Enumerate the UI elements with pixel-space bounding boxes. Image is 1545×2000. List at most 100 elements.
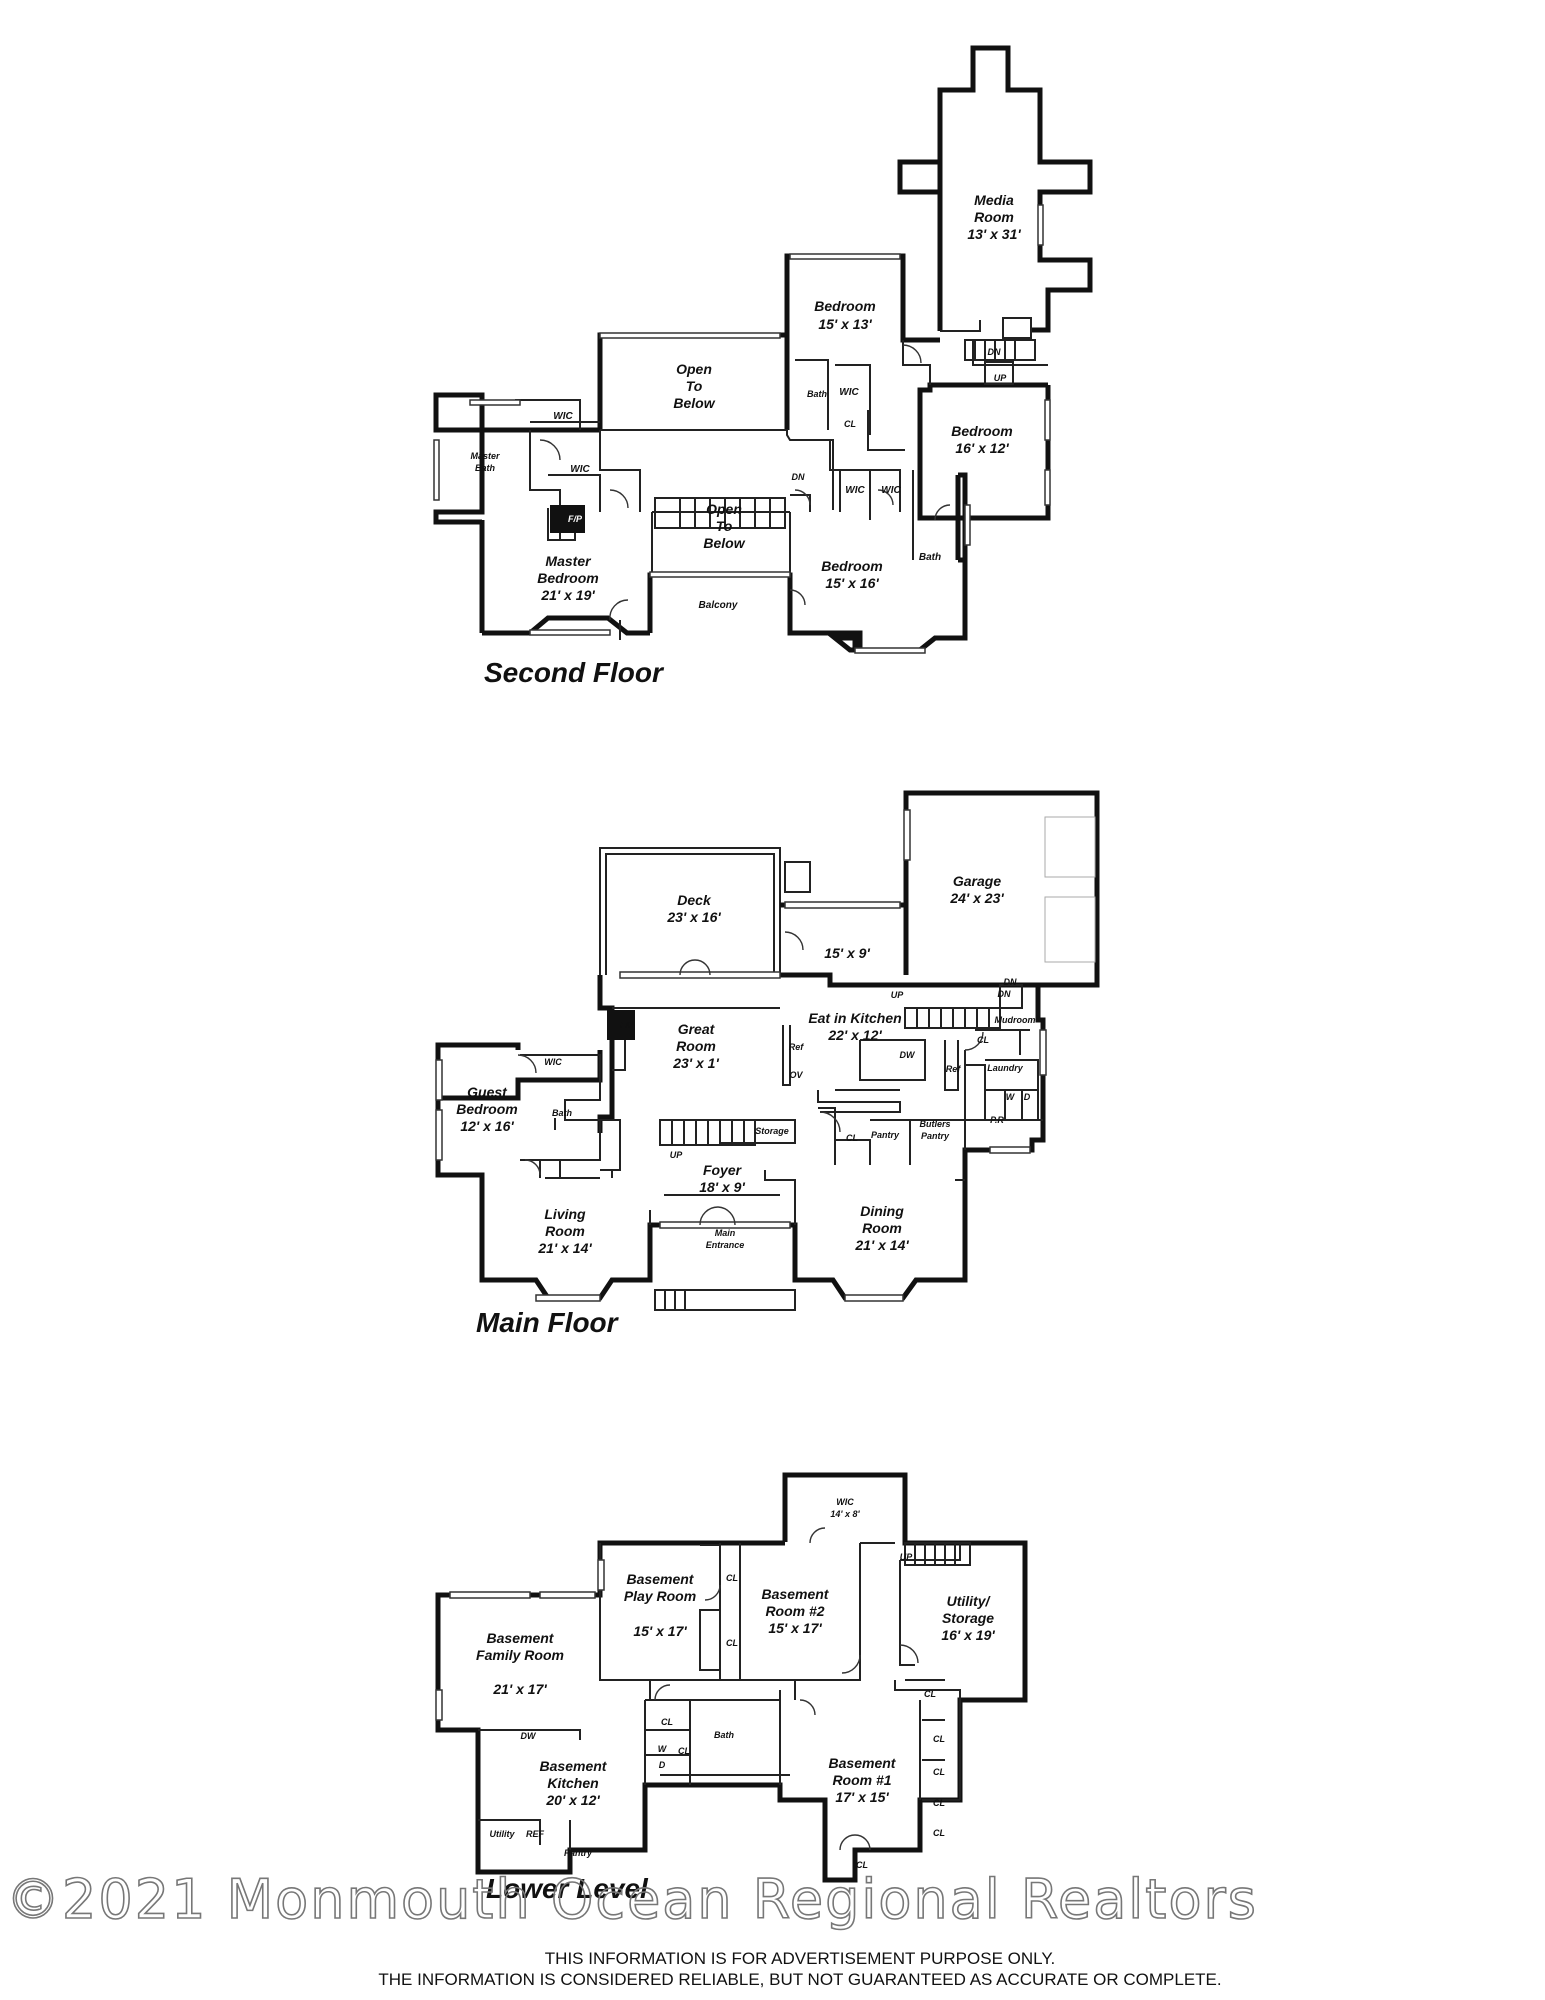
closet-label: CL [844,419,856,429]
main-floor-windows [435,809,1047,1302]
dining-room-dims: 21' x 14' [854,1237,909,1253]
basement-play-room-dims: 15' x 17' [633,1623,687,1639]
basement-kitchen-label: Basement [540,1758,608,1774]
disclaimer-line-2: THE INFORMATION IS CONSIDERED RELIABLE, … [378,1970,1221,1989]
closet-label: CL [856,1860,868,1870]
open-to-below-2-label-3: Below [703,535,745,551]
lower-level: WIC 14' x 8' Basement Play Room 15' x 17… [435,1472,1028,1904]
second-floor-labels: Media Room 13' x 31' Bedroom 15' x 13' O… [470,192,1021,611]
open-to-below-1-label-2: To [686,378,703,394]
bath-label: Bath [552,1108,573,1118]
wic-label: WIC [845,485,865,496]
basement-kitchen-label-2: Kitchen [547,1775,598,1791]
second-floor-fireplace [550,505,585,533]
basement-play-room-label-2: Play Room [624,1588,696,1604]
basement-family-room-dims: 21' x 17' [492,1681,547,1697]
bath-label: Bath [807,389,828,399]
second-floor-stairs [654,317,1036,529]
master-bedroom-dims: 21' x 19' [540,587,595,603]
balcony-label: Balcony [699,600,738,611]
utility-storage-label-2: Storage [942,1610,994,1626]
closet-label: CL [661,1717,673,1727]
pantry-label: Pantry [564,1848,593,1858]
bedroom-1-dims: 15' x 13' [818,316,872,332]
main-floor-walls [435,790,1100,1301]
dining-room-label: Dining [860,1203,904,1219]
open-to-below-1-label-3: Below [673,395,715,411]
stairs-down-label: DN [988,347,1001,357]
refrigerator-label: Ref [789,1042,805,1052]
great-room-label-2: Room [676,1038,716,1054]
foyer-label: Foyer [703,1162,743,1178]
bedroom-3-label: Bedroom [821,558,882,574]
second-floor-doors [539,344,951,621]
utility-storage-label: Utility/ [947,1593,992,1609]
media-room-dims: 13' x 31' [967,226,1021,242]
room-15x9-dims: 15' x 9' [824,945,870,961]
main-floor-labels: Deck 23' x 16' Garage 24' x 23' 15' x 9'… [456,873,1035,1256]
butlers-pantry-label-2: Pantry [921,1131,950,1141]
refrigerator-label: Ref [946,1064,962,1074]
guest-bedroom-label: Guest [467,1084,508,1100]
master-bath-label: Master [470,451,500,461]
bedroom-3-dims: 15' x 16' [825,575,879,591]
basement-room-1-label: Basement [829,1755,897,1771]
storage-label: Storage [755,1126,789,1136]
garage-dims: 24' x 23' [949,890,1004,906]
deck-label: Deck [677,892,712,908]
basement-room-1-label-2: Room #1 [832,1772,891,1788]
washer-label: W [658,1744,668,1754]
lower-level-title: Lower Level [486,1873,649,1904]
dishwasher-label: DW [900,1050,916,1060]
laundry-label: Laundry [987,1063,1023,1073]
lower-level-windows [435,1559,605,1721]
closet-label: CL [726,1573,738,1583]
main-entrance-label-2: Entrance [706,1240,745,1250]
wic-label: WIC [544,1057,562,1067]
main-floor-stairs [654,861,1023,1311]
closet-label: CL [726,1638,738,1648]
closet-label: CL [933,1734,945,1744]
lower-wic-dims: 14' x 8' [830,1509,860,1519]
basement-family-room-label: Basement [487,1630,555,1646]
powder-room-label: P.R [990,1115,1004,1125]
main-entrance-label: Main [715,1228,736,1238]
stairs-up-label: UP [994,373,1007,383]
great-room-label: Great [678,1021,716,1037]
basement-room-2-dims: 15' x 17' [768,1620,822,1636]
basement-room-2-label-2: Room #2 [765,1603,824,1619]
bedroom-2-label: Bedroom [951,423,1012,439]
basement-room-2-label: Basement [762,1586,830,1602]
open-to-below-2-label-2: To [716,518,733,534]
lower-level-stairs [904,1542,971,1566]
closet-label: CL [977,1035,989,1045]
fireplace-label: F/P [568,514,583,524]
pantry-label: Pantry [871,1130,900,1140]
second-floor: Media Room 13' x 31' Bedroom 15' x 13' O… [433,45,1093,688]
wic-label: WIC [553,411,573,422]
main-floor-title: Main Floor [476,1307,620,1338]
foyer-dims: 18' x 9' [699,1179,745,1195]
refrigerator-label: REF [526,1829,545,1839]
living-room-label: Living [544,1206,586,1222]
lower-level-doors [654,1527,919,1851]
main-floor: Deck 23' x 16' Garage 24' x 23' 15' x 9'… [435,790,1100,1338]
open-to-below-2-label: Open [706,501,742,517]
guest-bedroom-dims: 12' x 16' [460,1118,514,1134]
butlers-pantry-label: Butlers [919,1119,950,1129]
eat-in-kitchen-dims: 22' x 12' [827,1027,882,1043]
master-bedroom-label-2: Bedroom [537,570,598,586]
basement-room-1-dims: 17' x 15' [835,1789,889,1805]
closet-label: CL [924,1689,936,1699]
garage-label: Garage [953,873,1001,889]
wic-label: WIC [881,485,901,496]
closet-label: CL [933,1828,945,1838]
stairs-up-label: UP [670,1150,683,1160]
stairs-down-label: DN [792,472,805,482]
lower-wic-label: WIC [836,1497,854,1507]
master-bedroom-label: Master [545,553,592,569]
living-room-label-2: Room [545,1223,585,1239]
utility-storage-dims: 16' x 19' [941,1627,995,1643]
media-room-label-2: Room [974,209,1014,225]
